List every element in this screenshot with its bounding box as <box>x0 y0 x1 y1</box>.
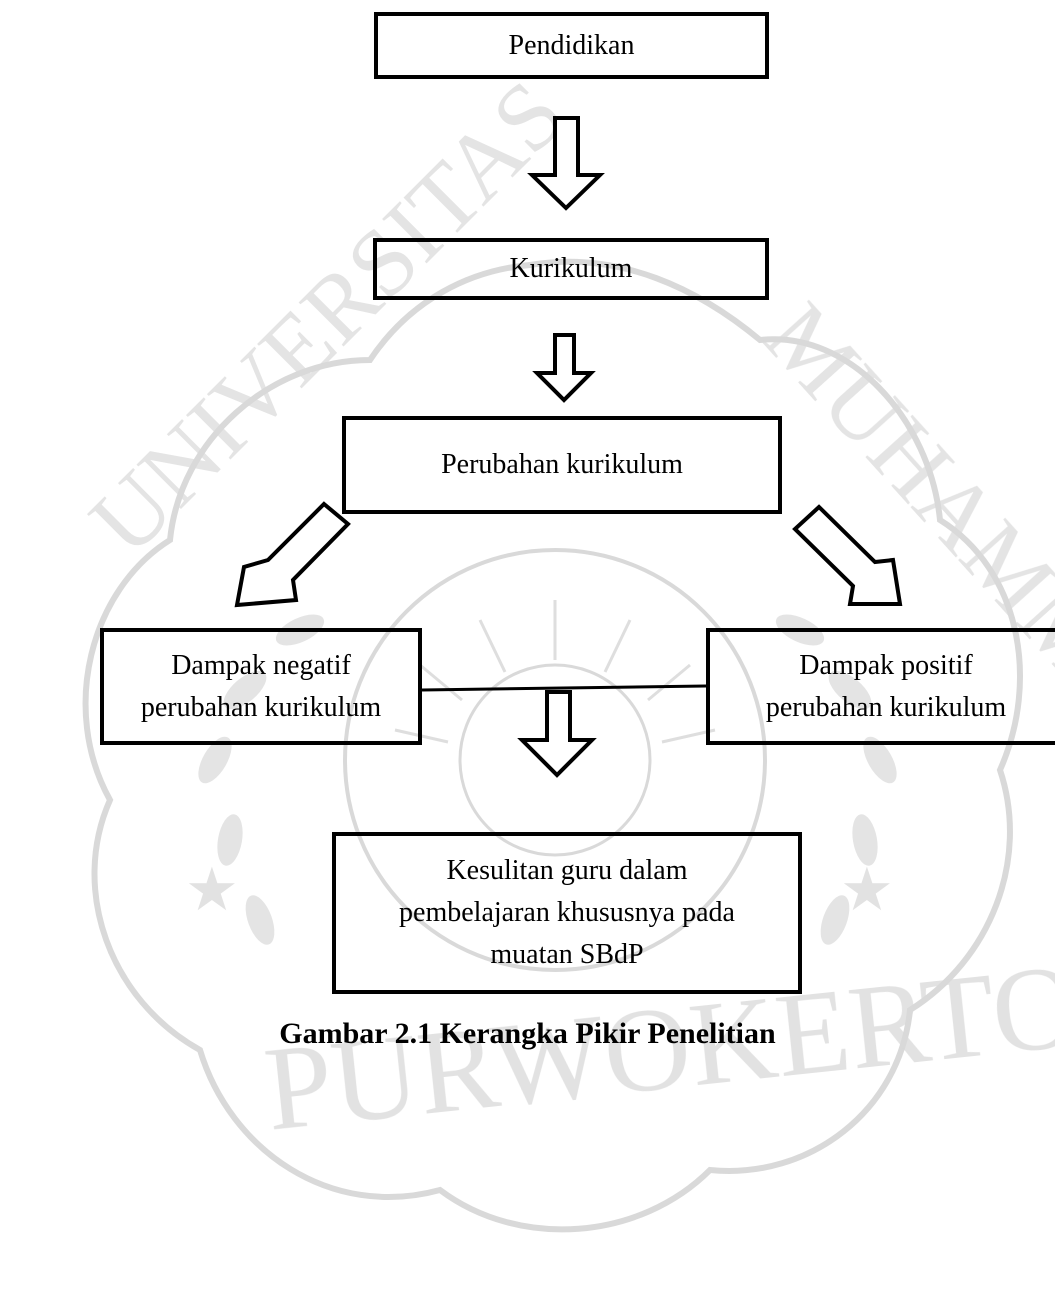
seal-sun-core <box>458 663 652 857</box>
seal-leaf <box>863 736 897 784</box>
node-perubahan-kurikulum: Perubahan kurikulum <box>342 416 782 514</box>
arrow-down-icon <box>527 116 605 211</box>
seal-ray <box>478 619 507 673</box>
seal-leaf <box>217 814 243 866</box>
seal-leaf <box>852 814 878 866</box>
arrow-down-icon <box>517 690 597 778</box>
node-kesulitan-guru: Kesulitan guru dalam pembelajaran khusus… <box>332 832 802 994</box>
seal-leaf <box>828 670 872 710</box>
node-label-line: Dampak negatif <box>171 649 351 681</box>
seal-scalloped-outline <box>82 258 1023 1233</box>
figure-caption: Gambar 2.1 Kerangka Pikir Penelitian <box>279 1017 776 1050</box>
seal-ray <box>647 663 691 702</box>
arrow-diagonal-down-right-icon <box>792 504 903 606</box>
node-label: Pendidikan <box>508 29 635 61</box>
star-icon: ★ <box>840 857 894 923</box>
node-dampak-positif: Dampak positif perubahan kurikulum <box>706 628 1055 745</box>
node-label-line: Kesulitan guru dalam <box>446 855 688 886</box>
node-label: Kurikulum <box>509 253 633 284</box>
node-label-line: Dampak positif <box>799 649 973 681</box>
node-pendidikan: Pendidikan <box>374 12 769 79</box>
seal-leaf <box>223 670 267 710</box>
node-label-line: pembelajaran khususnya pada <box>399 897 735 928</box>
arrow-down-icon <box>532 333 596 403</box>
star-icon: ★ <box>185 857 239 923</box>
seal-leaf <box>245 895 275 945</box>
arrow-diagonal-down-left-icon <box>234 501 351 608</box>
node-label: Perubahan kurikulum <box>441 449 683 480</box>
seal-leaf <box>198 736 232 784</box>
node-label-line: perubahan kurikulum <box>140 691 382 723</box>
connector-line <box>421 684 707 692</box>
seal-inner-ring <box>343 548 767 972</box>
node-kurikulum: Kurikulum <box>373 238 769 300</box>
seal-leaf <box>820 895 850 945</box>
node-dampak-negatif: Dampak negatif perubahan kurikulum <box>100 628 422 745</box>
seal-ray <box>603 619 632 673</box>
node-label-line: perubahan kurikulum <box>765 691 1007 723</box>
seal-ray <box>419 663 463 702</box>
node-label-line: muatan SBdP <box>490 939 644 970</box>
